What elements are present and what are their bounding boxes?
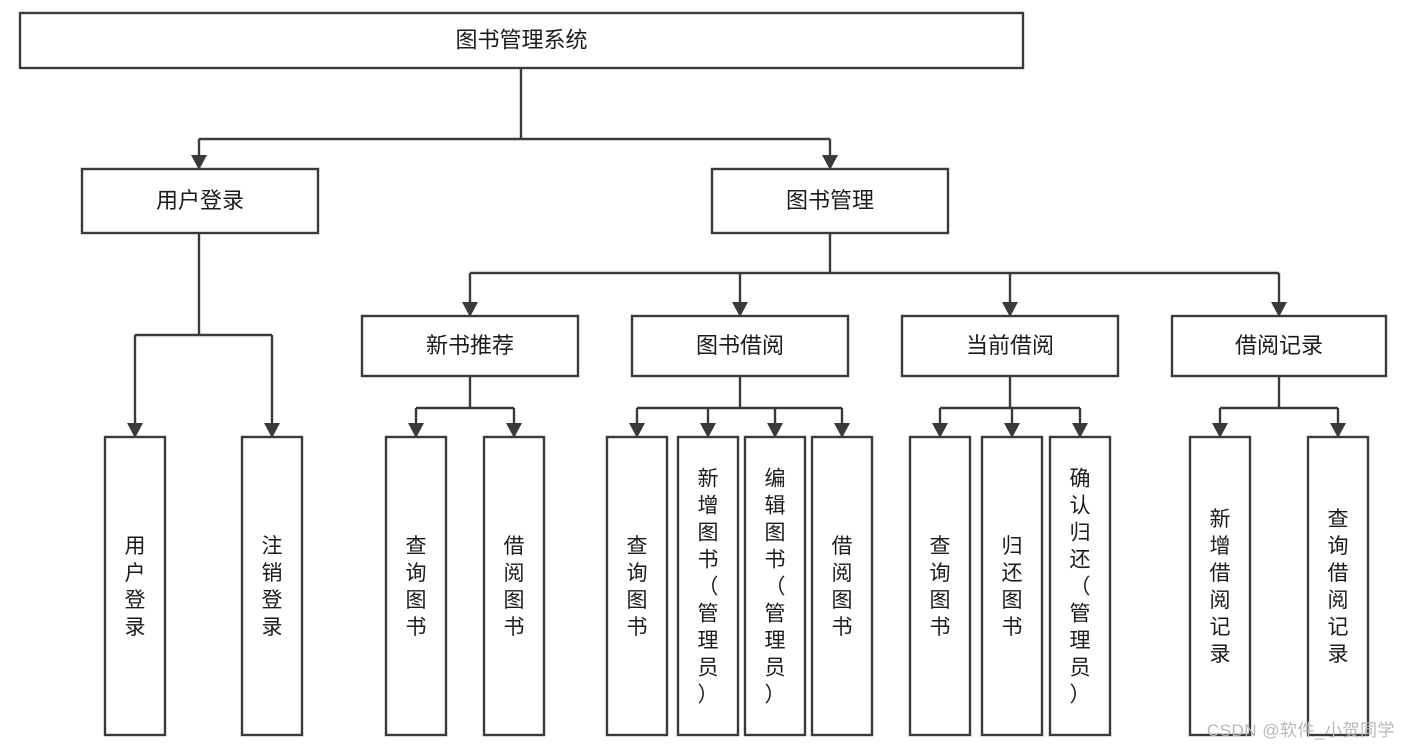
node-leaf-query-book-rec[interactable]: 查询图书 <box>384 435 448 737</box>
node-box-leaf-confirm-return[interactable] <box>1048 435 1112 737</box>
node-leaf-borrow-book[interactable]: 借阅图书 <box>810 435 874 737</box>
nodes-layer: 图书管理系统用户登录图书管理新书推荐图书借阅当前借阅借阅记录用户登录注销登录查询… <box>18 11 1388 737</box>
arrow-head-icon <box>932 423 948 438</box>
arrow-head-icon <box>1072 423 1088 438</box>
connectors-layer <box>127 68 1346 438</box>
node-box-new-book-recommend[interactable] <box>360 314 580 378</box>
node-label-leaf-query-book-current: 查询图书 <box>930 535 951 639</box>
node-label-leaf-confirm-return: 确认归还（管理员） <box>1070 468 1091 707</box>
node-label-leaf-borrow-book: 借阅图书 <box>832 535 853 639</box>
arrow-head-icon <box>767 423 783 438</box>
node-borrow-records[interactable]: 借阅记录 <box>1170 314 1388 378</box>
node-label-leaf-query-record: 查询借阅记录 <box>1328 508 1349 666</box>
node-label-leaf-borrow-book-rec: 借阅图书 <box>504 535 525 639</box>
arrow-head-icon <box>700 423 716 438</box>
arrow-head-icon <box>462 302 478 317</box>
arrow-head-icon <box>1271 302 1287 317</box>
node-leaf-user-login[interactable]: 用户登录 <box>103 435 167 737</box>
node-box-leaf-borrow-book[interactable] <box>810 435 874 737</box>
node-box-book-borrow[interactable] <box>630 314 850 378</box>
node-label-leaf-add-book: 新增图书（管理员） <box>698 468 719 707</box>
node-box-leaf-user-logout[interactable] <box>240 435 304 737</box>
arrow-head-icon <box>408 423 424 438</box>
node-leaf-edit-book[interactable]: 编辑图书（管理员） <box>743 435 807 737</box>
node-label-book-manage: 图书管理 <box>786 188 874 213</box>
node-box-current-borrow[interactable] <box>900 314 1120 378</box>
node-label-book-borrow: 图书借阅 <box>696 333 784 358</box>
node-box-leaf-query-book-rec[interactable] <box>384 435 448 737</box>
node-box-leaf-add-record[interactable] <box>1188 435 1252 737</box>
node-box-leaf-query-record[interactable] <box>1306 435 1370 737</box>
node-box-leaf-query-book-current[interactable] <box>908 435 972 737</box>
node-box-borrow-records[interactable] <box>1170 314 1388 378</box>
node-box-leaf-query-book-borrow[interactable] <box>605 435 669 737</box>
node-box-leaf-add-book[interactable] <box>676 435 740 737</box>
node-box-root[interactable] <box>18 11 1025 70</box>
node-label-leaf-query-book-borrow: 查询图书 <box>627 535 648 639</box>
arrow-head-icon <box>834 423 850 438</box>
node-leaf-user-logout[interactable]: 注销登录 <box>240 435 304 737</box>
node-root[interactable]: 图书管理系统 <box>18 11 1025 70</box>
arrow-head-icon <box>732 302 748 317</box>
node-box-leaf-user-login[interactable] <box>103 435 167 737</box>
arrow-head-icon <box>1330 423 1346 438</box>
node-label-leaf-user-logout: 注销登录 <box>262 535 283 639</box>
node-label-current-borrow: 当前借阅 <box>966 333 1054 358</box>
node-box-book-manage[interactable] <box>710 167 950 235</box>
node-leaf-borrow-book-rec[interactable]: 借阅图书 <box>482 435 546 737</box>
node-label-leaf-return-book: 归还图书 <box>1002 535 1023 639</box>
node-box-user-login[interactable] <box>80 167 320 235</box>
arrow-head-icon <box>1002 302 1018 317</box>
node-current-borrow[interactable]: 当前借阅 <box>900 314 1120 378</box>
node-label-leaf-edit-book: 编辑图书（管理员） <box>765 468 786 707</box>
node-label-leaf-query-book-rec: 查询图书 <box>406 535 427 639</box>
node-book-manage[interactable]: 图书管理 <box>710 167 950 235</box>
arrow-head-icon <box>264 423 280 438</box>
node-box-leaf-edit-book[interactable] <box>743 435 807 737</box>
node-leaf-add-record[interactable]: 新增借阅记录 <box>1188 435 1252 737</box>
arrow-head-icon <box>1212 423 1228 438</box>
node-new-book-recommend[interactable]: 新书推荐 <box>360 314 580 378</box>
node-leaf-confirm-return[interactable]: 确认归还（管理员） <box>1048 435 1112 737</box>
node-label-root: 图书管理系统 <box>455 27 587 52</box>
arrow-head-icon <box>1004 423 1020 438</box>
node-label-leaf-add-record: 新增借阅记录 <box>1210 508 1231 666</box>
node-box-leaf-return-book[interactable] <box>980 435 1044 737</box>
arrow-head-icon <box>506 423 522 438</box>
arrow-head-icon <box>127 423 143 438</box>
node-label-new-book-recommend: 新书推荐 <box>426 333 514 358</box>
node-book-borrow[interactable]: 图书借阅 <box>630 314 850 378</box>
node-box-leaf-borrow-book-rec[interactable] <box>482 435 546 737</box>
node-label-leaf-user-login: 用户登录 <box>125 535 146 639</box>
node-leaf-query-book-borrow[interactable]: 查询图书 <box>605 435 669 737</box>
node-label-user-login: 用户登录 <box>156 188 244 213</box>
arrow-head-icon <box>629 423 645 438</box>
node-leaf-query-book-current[interactable]: 查询图书 <box>908 435 972 737</box>
arrow-head-icon <box>191 155 207 170</box>
node-user-login[interactable]: 用户登录 <box>80 167 320 235</box>
node-leaf-add-book[interactable]: 新增图书（管理员） <box>676 435 740 737</box>
node-leaf-query-record[interactable]: 查询借阅记录 <box>1306 435 1370 737</box>
arrow-head-icon <box>822 155 838 170</box>
node-leaf-return-book[interactable]: 归还图书 <box>980 435 1044 737</box>
node-label-borrow-records: 借阅记录 <box>1235 333 1323 358</box>
